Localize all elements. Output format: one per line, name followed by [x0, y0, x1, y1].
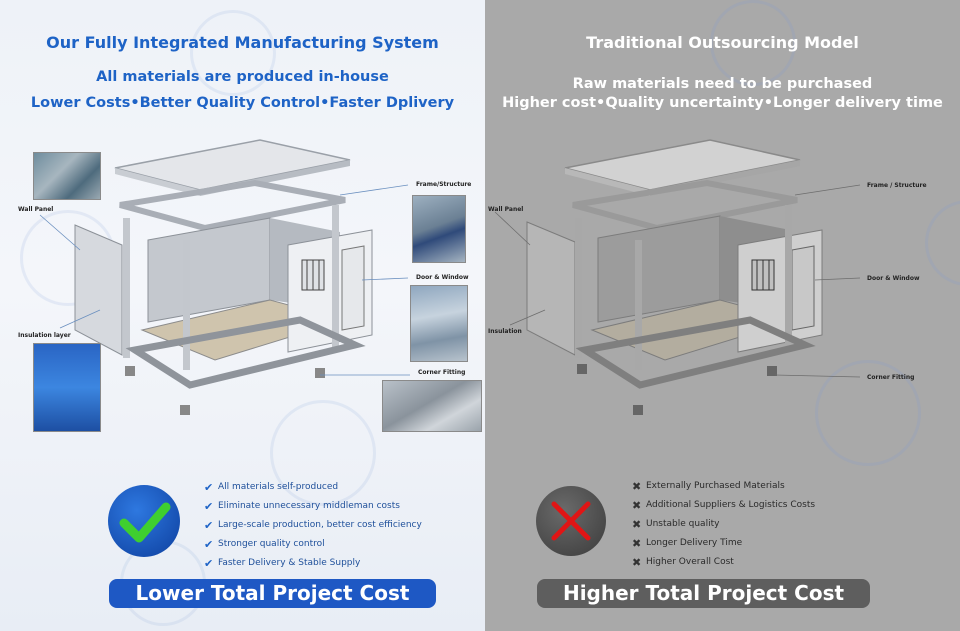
panel-tagline: Lower Costs•Better Quality Control•Faste…: [30, 95, 455, 111]
integrated-manufacturing-panel: Our Fully Integrated Manufacturing Syste…: [0, 0, 485, 631]
door-window-photo: [410, 285, 468, 362]
wall-panel-label: Wall Panel: [18, 206, 54, 213]
insulation-barrels-photo: [33, 343, 101, 432]
list-item: ✖Unstable quality: [632, 515, 815, 534]
door-window-label: Door & Window: [867, 275, 920, 282]
panel-subtitle: Raw materials need to be purchased: [572, 76, 873, 92]
door-window-label: Door & Window: [416, 274, 469, 281]
check-icon: ✔: [204, 481, 214, 494]
list-item: ✖Additional Suppliers & Logistics Costs: [632, 496, 815, 515]
panel-title: Our Fully Integrated Manufacturing Syste…: [46, 33, 439, 52]
x-icon: ✖: [632, 537, 642, 550]
corner-fitting-label: Corner Fitting: [418, 369, 466, 376]
frame-label: Frame / Structure: [867, 182, 927, 189]
container-exploded-diagram: [39, 139, 410, 415]
list-item: ✔All materials self-produced: [204, 478, 422, 497]
wall-panel-label: Wall Panel: [488, 206, 524, 213]
higher-cost-banner: Higher Total Project Cost: [537, 579, 870, 608]
watermark-logo: [710, 0, 796, 86]
list-item: ✖Higher Overall Cost: [632, 553, 815, 572]
watermark-logo: [190, 10, 276, 96]
benefits-list: ✔All materials self-produced ✔Eliminate …: [204, 478, 422, 573]
cross-icon: [536, 486, 606, 556]
x-icon: ✖: [632, 556, 642, 569]
check-icon: ✔: [204, 557, 214, 570]
x-icon: ✖: [632, 499, 642, 512]
check-icon: ✔: [204, 538, 214, 551]
x-icon: ✖: [632, 480, 642, 493]
frame-label: Frame/Structure: [416, 181, 472, 188]
list-item: ✔Stronger quality control: [204, 535, 422, 554]
list-item: ✖Externally Purchased Materials: [632, 477, 815, 496]
checkmark-icon: [108, 485, 180, 557]
panel-subtitle: All materials are produced in-house: [96, 69, 389, 85]
list-item: ✔Eliminate unnecessary middleman costs: [204, 497, 422, 516]
watermark-logo: [270, 400, 376, 506]
x-icon: ✖: [632, 518, 642, 531]
list-item: ✔Faster Delivery & Stable Supply: [204, 554, 422, 573]
factory-photo: [33, 152, 101, 200]
check-icon: ✔: [204, 519, 214, 532]
panel-title: Traditional Outsourcing Model: [586, 33, 859, 52]
outsourcing-panel: Traditional Outsourcing Model Raw materi…: [485, 0, 960, 631]
insulation-label: Insulation: [488, 328, 522, 335]
corner-fitting-label: Corner Fitting: [867, 374, 915, 381]
list-item: ✔Large-scale production, better cost eff…: [204, 516, 422, 535]
check-icon: ✔: [204, 500, 214, 513]
insulation-label: Insulation layer: [18, 332, 71, 339]
lower-cost-banner: Lower Total Project Cost: [109, 579, 436, 608]
frame-production-photo: [412, 195, 466, 263]
watermark-logo: [815, 360, 921, 466]
panel-tagline: Higher cost•Quality uncertainty•Longer d…: [502, 95, 943, 111]
corner-fitting-photo: [382, 380, 482, 432]
drawbacks-list: ✖Externally Purchased Materials ✖Additio…: [632, 477, 815, 572]
container-exploded-diagram: [494, 139, 861, 415]
list-item: ✖Longer Delivery Time: [632, 534, 815, 553]
